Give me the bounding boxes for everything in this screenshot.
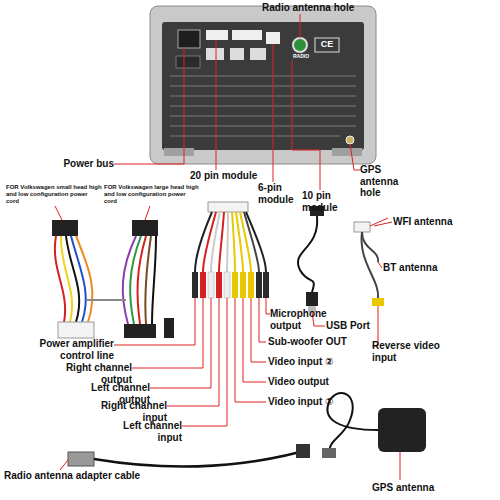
part-label: WFI antenna [393, 216, 483, 228]
part-label: CE [316, 39, 338, 49]
leader-lines [55, 14, 400, 480]
gps-antenna [322, 393, 426, 458]
part-label: Video output [268, 376, 368, 388]
part-label: BT antenna [383, 262, 473, 274]
part-label: Sub-woofer OUT [268, 336, 368, 348]
part-label: Power bus [60, 158, 114, 170]
part-label: 6-pin module [258, 182, 300, 205]
part-label: Radio antenna adapter cable [4, 470, 154, 482]
power-harness [52, 220, 174, 338]
part-label: Power amplifier control line [8, 338, 114, 361]
part-label: FOR Volkswagen small head high and low c… [6, 184, 102, 205]
rca-bundle [192, 202, 269, 298]
part-label: Right channel input [93, 400, 167, 423]
part-label: Reverse video input [372, 340, 442, 363]
part-label: 20 pin module [190, 170, 270, 182]
part-label: Radio antenna hole [262, 2, 382, 14]
part-label: FOR Volkswagen large head high and low c… [104, 184, 200, 205]
part-label: 10 pin module [302, 190, 346, 213]
part-label: RADIO [288, 54, 314, 60]
part-label: Microphone output [270, 308, 332, 331]
radio-antenna-adapter [68, 444, 310, 467]
antenna-cable [354, 218, 388, 306]
part-label: Left channel input [108, 420, 182, 443]
part-label: USB Port [326, 320, 386, 332]
usb-cable [298, 206, 324, 312]
part-label: Video input ① [268, 396, 368, 408]
part-label: Right channel output [58, 362, 132, 385]
part-label: Video input ② [268, 356, 368, 368]
part-label: GPS antenna hole [360, 164, 420, 199]
part-label: GPS antenna [372, 482, 472, 494]
